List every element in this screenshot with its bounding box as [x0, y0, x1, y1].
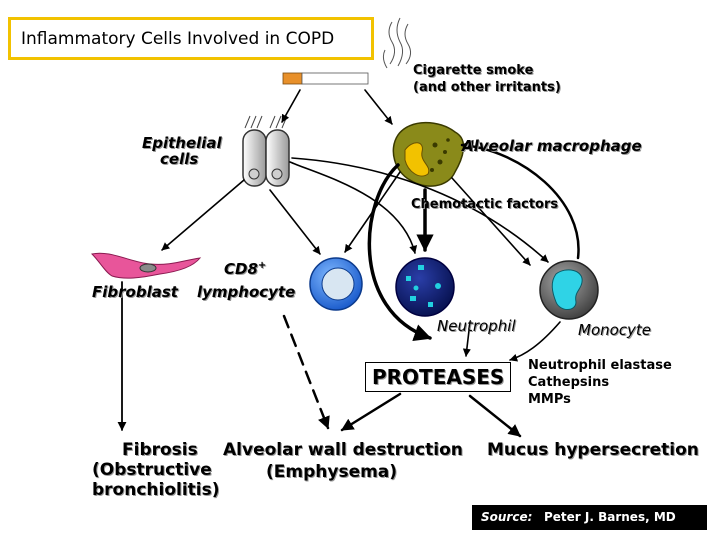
- lymphocyte-icon: [309, 257, 363, 311]
- mucus-label: Mucus hypersecretion: [487, 440, 699, 460]
- protease-type: MMPs: [528, 392, 571, 407]
- cd8-superscript: +: [257, 260, 267, 271]
- arrows: [117, 89, 580, 438]
- monocyte-icon: [539, 260, 599, 320]
- cigarette-icon: [282, 72, 369, 85]
- title-box: Inflammatory Cells Involved in COPD: [8, 17, 374, 60]
- cd8-label: CD8+: [224, 260, 266, 278]
- fibroblast-label: Fibroblast: [92, 283, 178, 301]
- source-credit: Source: Peter J. Barnes, MD: [472, 505, 707, 530]
- epithelial-sublabel: cells: [160, 150, 199, 168]
- protease-type: Neutrophil elastase: [528, 358, 672, 373]
- proteases-box: PROTEASES: [365, 362, 511, 392]
- source-author: Peter J. Barnes, MD: [544, 510, 676, 524]
- alveolar-destruction-label: Alveolar wall destruction: [223, 440, 463, 460]
- fibroblast-icon: [91, 252, 202, 279]
- lymphocyte-label: lymphocyte: [197, 283, 296, 301]
- bronchiolitis-label: bronchiolitis): [92, 480, 220, 500]
- proteases-label: PROTEASES: [372, 365, 505, 389]
- emphysema-label: (Emphysema): [266, 462, 398, 482]
- neutrophil-icon: [395, 257, 455, 317]
- page-title: Inflammatory Cells Involved in COPD: [21, 29, 335, 49]
- obstructive-label: (Obstructive: [92, 460, 212, 480]
- smoke-wisps-icon: [382, 17, 412, 69]
- chemotactic-label: Chemotactic factors: [411, 197, 559, 212]
- fibrosis-label: Fibrosis: [122, 440, 198, 460]
- cd8-text: CD8: [224, 260, 258, 278]
- smoke-label: Cigarette smoke: [413, 63, 534, 78]
- macrophage-label: Alveolar macrophage: [462, 137, 642, 155]
- epithelial-cells-icon: [242, 115, 290, 187]
- protease-type: Cathepsins: [528, 375, 610, 390]
- source-label: Source:: [481, 510, 533, 524]
- monocyte-label: Monocyte: [578, 321, 652, 339]
- macrophage-icon: [392, 121, 465, 187]
- epithelial-label: Epithelial: [142, 134, 222, 152]
- neutrophil-label: Neutrophil: [437, 317, 516, 335]
- smoke-sublabel: (and other irritants): [413, 80, 561, 95]
